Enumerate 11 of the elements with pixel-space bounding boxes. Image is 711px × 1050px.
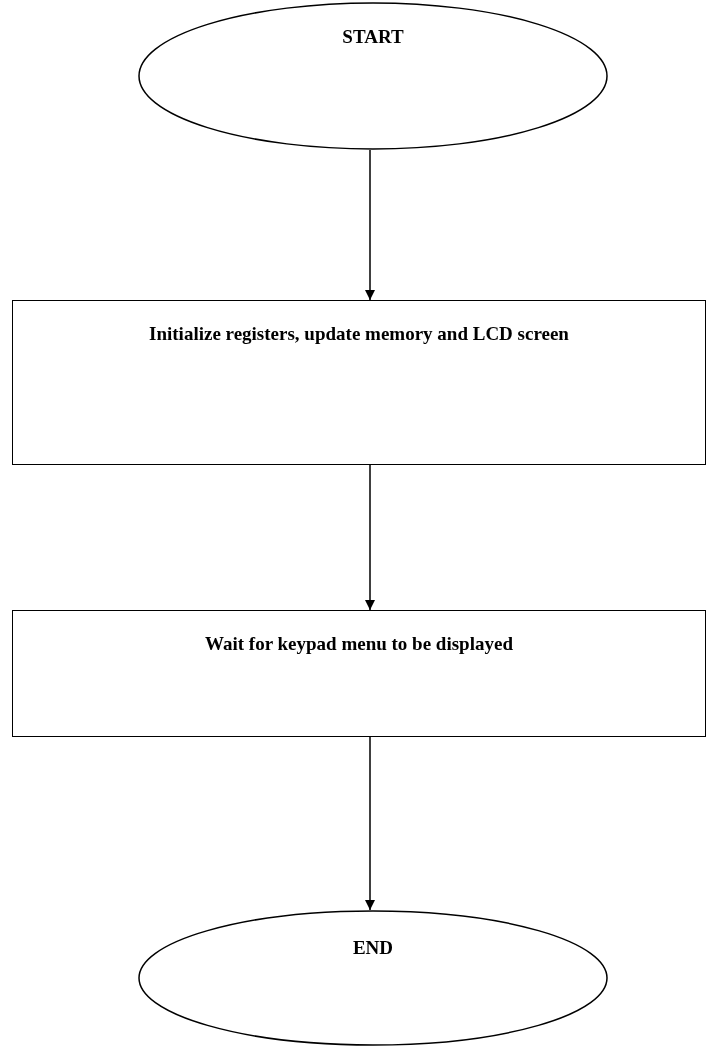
process-box [12, 300, 706, 465]
terminator-ellipse [138, 910, 608, 1046]
process-box [12, 610, 706, 737]
node-label: END [351, 936, 395, 959]
arrow [365, 736, 375, 911]
node-label: Initialize registers, update memory and LCD screen [148, 322, 570, 345]
arrow [365, 149, 375, 301]
node-label: START [341, 25, 405, 48]
node-label: Wait for keypad menu to be displayed [204, 632, 514, 655]
arrow [365, 464, 375, 611]
terminator-ellipse [138, 2, 608, 150]
